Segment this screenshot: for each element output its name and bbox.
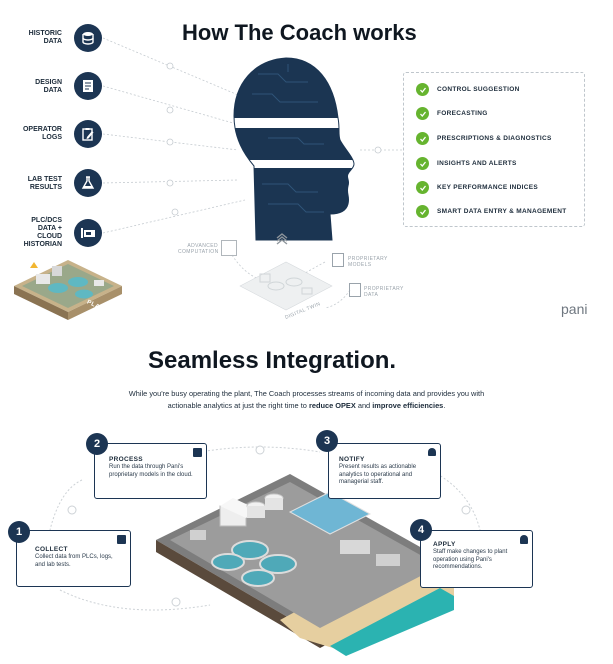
input-label: LAB TEST RESULTS (27, 176, 62, 191)
step-number: 4 (410, 519, 432, 541)
step-number: 3 (316, 430, 338, 452)
server-icon (332, 253, 344, 267)
document-icon (74, 72, 102, 100)
intro-text-part: and (355, 401, 373, 410)
step-body: Staff make changes to plant operation us… (433, 549, 508, 570)
proprietary-data-label: PROPRIETARY DATA (364, 286, 404, 298)
input-label: DESIGN DATA (35, 79, 62, 94)
output-item: INSIGHTS AND ALERTS (416, 157, 517, 170)
step-notify-card: NOTIFY Present results as actionable ana… (328, 443, 441, 499)
flask-icon (74, 169, 102, 197)
connector-lines (102, 37, 402, 309)
clipboard-edit-icon (74, 120, 102, 148)
intro-bold-opex: reduce OPEX (308, 401, 356, 410)
step-body: Present results as actionable analytics … (339, 464, 417, 485)
intro-line-1: While you're busy operating the plant, T… (128, 389, 485, 398)
database-icon (117, 535, 126, 544)
step-body: Run the data through Pani's proprietary … (109, 464, 193, 478)
section-title: Seamless Integration. (148, 347, 397, 374)
page-title: How The Coach works (182, 20, 417, 45)
database-icon (74, 24, 102, 52)
outputs-panel: CONTROL SUGGESTION FORECASTING PRESCRIPT… (403, 72, 585, 227)
proprietary-models-label: PROPRIETARY MODELS (348, 256, 388, 268)
intro-text-part: . (443, 401, 446, 410)
digital-twin-illustration (239, 261, 333, 311)
intro-text: While you're busy operating the plant, T… (20, 388, 593, 412)
user-icon (520, 535, 528, 544)
step-number: 2 (86, 433, 108, 455)
output-label: INSIGHTS AND ALERTS (437, 160, 517, 167)
check-icon (416, 205, 429, 218)
output-item: FORECASTING (416, 107, 488, 120)
bell-icon (428, 448, 436, 456)
intro-line-2: actionable analytics at just the right t… (20, 400, 593, 412)
check-icon (416, 83, 429, 96)
check-icon (416, 107, 429, 120)
server-icon (349, 283, 361, 297)
brand-logo: pani (561, 301, 588, 317)
chip-icon (221, 240, 237, 256)
output-label: PRESCRIPTIONS & DIAGNOSTICS (437, 135, 552, 142)
output-item: SMART DATA ENTRY & MANAGEMENT (416, 205, 567, 218)
output-item: CONTROL SUGGESTION (416, 83, 520, 96)
step-apply-card: APPLY Staff make changes to plant operat… (420, 530, 533, 588)
step-collect-card: COLLECT Collect data from PLCs, logs, an… (16, 530, 131, 587)
output-item: KEY PERFORMANCE INDICES (416, 181, 538, 194)
output-label: CONTROL SUGGESTION (437, 86, 520, 93)
output-label: FORECASTING (437, 110, 488, 117)
gear-icon (193, 448, 202, 457)
step-heading: PROCESS (109, 456, 143, 463)
output-label: KEY PERFORMANCE INDICES (437, 184, 539, 191)
step-heading: APPLY (433, 541, 456, 548)
controller-icon (74, 219, 102, 247)
head-silhouette-icon (233, 57, 355, 241)
intro-text-part: actionable analytics at just the right t… (167, 401, 309, 410)
step-body: Collect data from PLCs, logs, and lab te… (35, 554, 113, 568)
check-icon (416, 157, 429, 170)
input-label: OPERATOR LOGS (22, 126, 62, 141)
advanced-computation-label: ADVANCED COMPUTATION (178, 243, 219, 255)
step-process-card: PROCESS Run the data through Pani's prop… (94, 443, 207, 499)
output-item: PRESCRIPTIONS & DIAGNOSTICS (416, 132, 552, 145)
chevron-up-icon (276, 233, 288, 245)
check-icon (416, 181, 429, 194)
output-label: SMART DATA ENTRY & MANAGEMENT (437, 208, 567, 215)
step-heading: NOTIFY (339, 456, 365, 463)
intro-bold-efficiencies: improve efficiencies (372, 401, 444, 410)
step-heading: COLLECT (35, 546, 68, 553)
plant-illustration (14, 260, 122, 320)
input-label: HISTORIC DATA (28, 30, 62, 45)
step-number: 1 (8, 521, 30, 543)
input-label: PLC/DCS DATA + CLOUD HISTORIAN (23, 217, 62, 248)
check-icon (416, 132, 429, 145)
